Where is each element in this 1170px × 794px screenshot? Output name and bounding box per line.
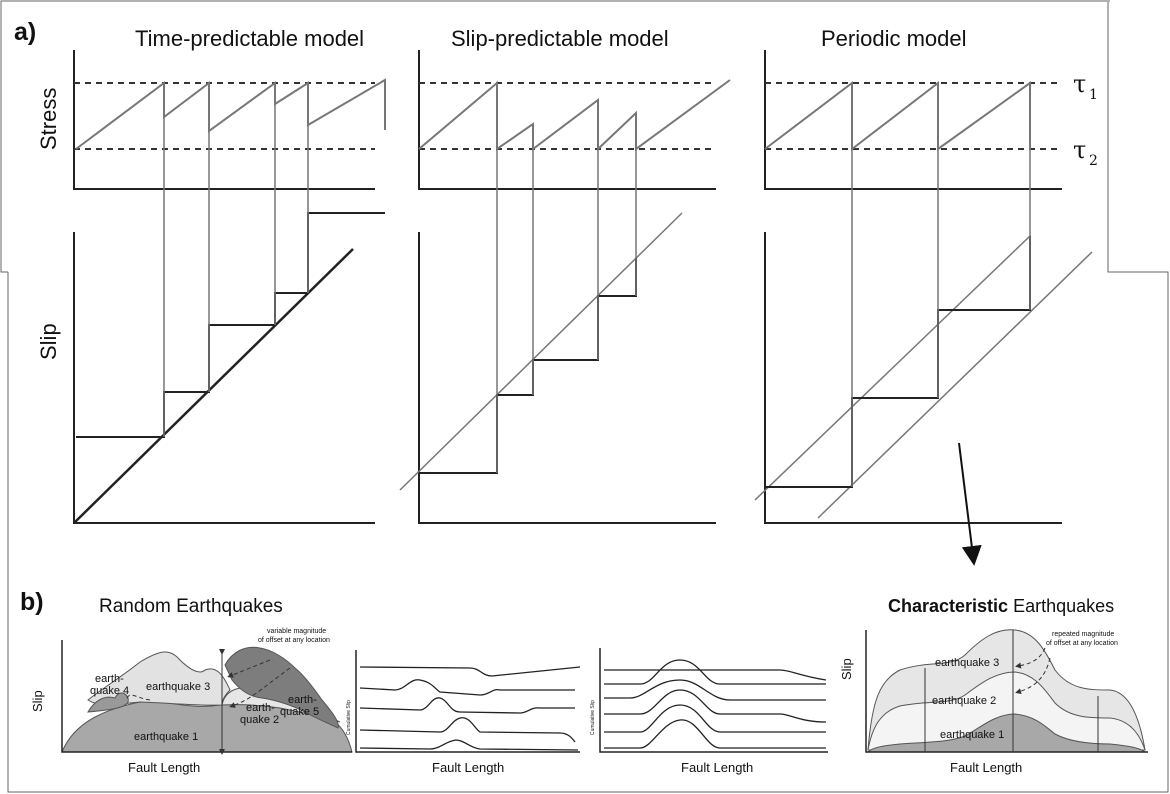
random-eq3-label: earthquake 3 — [146, 681, 210, 693]
tau2-symbol: τ — [1073, 136, 1086, 164]
random-eq4-label-a: earth- — [95, 673, 124, 685]
random-eq4-area — [87, 692, 129, 713]
panel-a-label: a) — [14, 18, 36, 46]
random-dashed-arrows — [125, 659, 291, 708]
stress-axis-label: Stress — [36, 88, 61, 150]
slip-plot-slip-predictable — [399, 100, 716, 524]
stress-axes — [764, 50, 1062, 190]
characteristic-earthquakes-plot: Slip Fault Length earthquake 3 earthquak… — [839, 629, 1148, 775]
title-slip-predictable: Slip-predictable model — [451, 26, 669, 51]
stress-axes — [418, 50, 716, 190]
stress-sawtooth — [418, 79, 731, 152]
random-earthquakes-title: Random Earthquakes — [99, 596, 283, 617]
slip-staircase — [76, 212, 385, 438]
slip-axes — [418, 232, 716, 524]
panel-b-label: b) — [20, 588, 44, 616]
loading-lines — [754, 235, 1093, 519]
arrow-to-characteristic — [958, 442, 982, 566]
connector-lines — [496, 100, 637, 473]
random-slip-label: Slip — [30, 690, 45, 712]
random-eq2-label-a: earth- — [246, 702, 275, 714]
fault-length-label-middle-1: Fault Length — [432, 760, 504, 775]
characteristic-slip-label: Slip — [839, 658, 854, 680]
stress-sawtooth — [764, 80, 1031, 152]
cumulative-slip-plot-2: Cumulative Slip Fault Length — [590, 648, 828, 775]
characteristic-fault-length-label: Fault Length — [950, 760, 1022, 775]
characteristic-earthquakes-title: Characteristic Earthquakes — [888, 596, 1114, 616]
characteristic-dashed-arrows — [1015, 647, 1051, 695]
random-eq5-label-a: earth- — [288, 694, 317, 706]
slip-axis-label: Slip — [36, 323, 61, 360]
cumulative-slip-curves — [359, 666, 581, 751]
cumulative-axes — [355, 650, 580, 753]
loading-line — [73, 248, 354, 524]
characteristic-eq2-label: earthquake 2 — [932, 695, 996, 707]
random-earthquakes-plot: Slip Fault Length earthquake 1 earthquak… — [30, 628, 353, 775]
characteristic-note-line1: repeated magnitude — [1052, 631, 1114, 638]
stress-sawtooth — [75, 78, 386, 150]
random-eq1-label: earthquake 1 — [134, 731, 198, 743]
cumulative-axes — [599, 648, 828, 753]
random-note-line2: of offset at any location — [258, 637, 330, 644]
threshold-lines — [419, 82, 716, 150]
tau1-subscript: 1 — [1089, 87, 1098, 103]
characteristic-axes — [865, 630, 1148, 753]
random-axes — [61, 640, 352, 753]
slip-plot-periodic — [754, 83, 1093, 524]
random-eq2-label-b: quake 2 — [240, 714, 279, 726]
characteristic-eq3-label: earthquake 3 — [935, 657, 999, 669]
cumulative-slip-label-2: Cumulative Slip — [590, 700, 596, 735]
random-note-line1: variable magnitude — [267, 628, 326, 635]
connector-lines — [851, 83, 1031, 487]
connector-lines — [163, 104, 309, 437]
cumulative-slip-label-1: Cumulative Slip — [346, 700, 352, 735]
characteristic-eq1-area — [866, 713, 1147, 753]
cumulative-slip-plot-1: Cumulative Slip Fault Length — [346, 650, 581, 775]
stress-plot-periodic — [764, 50, 1062, 190]
characteristic-rest: Earthquakes — [1008, 596, 1114, 616]
random-eq4-label-b: quake 4 — [90, 685, 129, 697]
stress-plot-time-predictable — [73, 50, 386, 190]
tau2-subscript: 2 — [1089, 153, 1098, 169]
title-time-predictable: Time-predictable model — [135, 26, 364, 51]
random-eq5-area — [224, 646, 339, 729]
stress-plot-slip-predictable — [418, 50, 731, 190]
slip-axes — [764, 232, 1062, 524]
random-eq5-label-b: quake 5 — [280, 706, 319, 718]
characteristic-eq1-label: earthquake 1 — [940, 729, 1004, 741]
tau1-symbol: τ — [1073, 70, 1086, 98]
random-fault-length-label: Fault Length — [128, 760, 200, 775]
title-periodic: Periodic model — [821, 26, 967, 51]
characteristic-note-line2: of offset at any location — [1046, 640, 1118, 647]
slip-plot-time-predictable — [73, 104, 385, 524]
characteristic-eq2-area — [867, 671, 1146, 751]
threshold-lines — [765, 82, 1062, 150]
loading-line — [399, 212, 683, 491]
characteristic-bold: Characteristic — [888, 596, 1008, 616]
cumulative-slip-curves — [604, 659, 827, 749]
fault-length-label-middle-2: Fault Length — [681, 760, 753, 775]
characteristic-offset-markers — [924, 630, 1099, 752]
